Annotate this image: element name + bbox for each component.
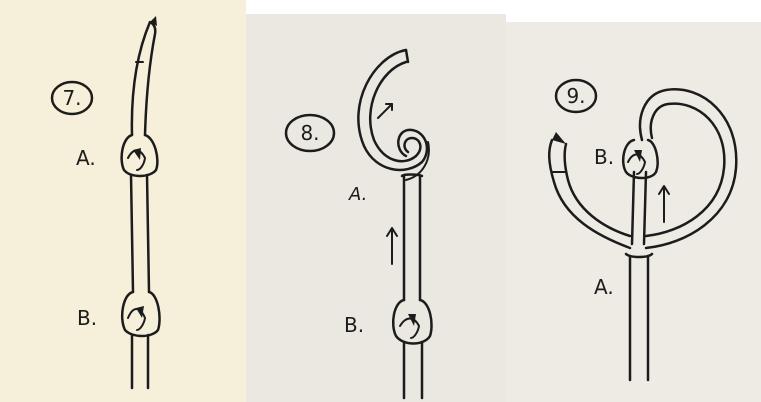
figure-7-drawing: 7. A. B. xyxy=(0,0,246,402)
figure-8-drawing: 8. A. B. xyxy=(246,14,506,402)
label-a: A. xyxy=(348,184,367,205)
curled-tip-inner xyxy=(370,62,420,161)
figure-9-drawing: 9. B. A. xyxy=(506,22,761,402)
figure-9-panel: 9. B. A. xyxy=(506,22,761,402)
figure-7-panel: 7. A. B. xyxy=(0,0,246,402)
label-b: B. xyxy=(594,145,614,169)
figure-number: 9. xyxy=(566,84,585,108)
label-a: A. xyxy=(594,275,614,299)
figure-number: 7. xyxy=(62,86,81,110)
label-a: A. xyxy=(76,146,96,170)
figure-number: 8. xyxy=(300,121,319,145)
figure-8-panel: 8. A. B. xyxy=(246,14,506,402)
label-b: B. xyxy=(77,306,97,330)
stem-tip xyxy=(132,22,155,135)
label-b: B. xyxy=(344,313,364,337)
node-b-bud xyxy=(400,319,419,339)
node-b-bud xyxy=(628,155,645,175)
